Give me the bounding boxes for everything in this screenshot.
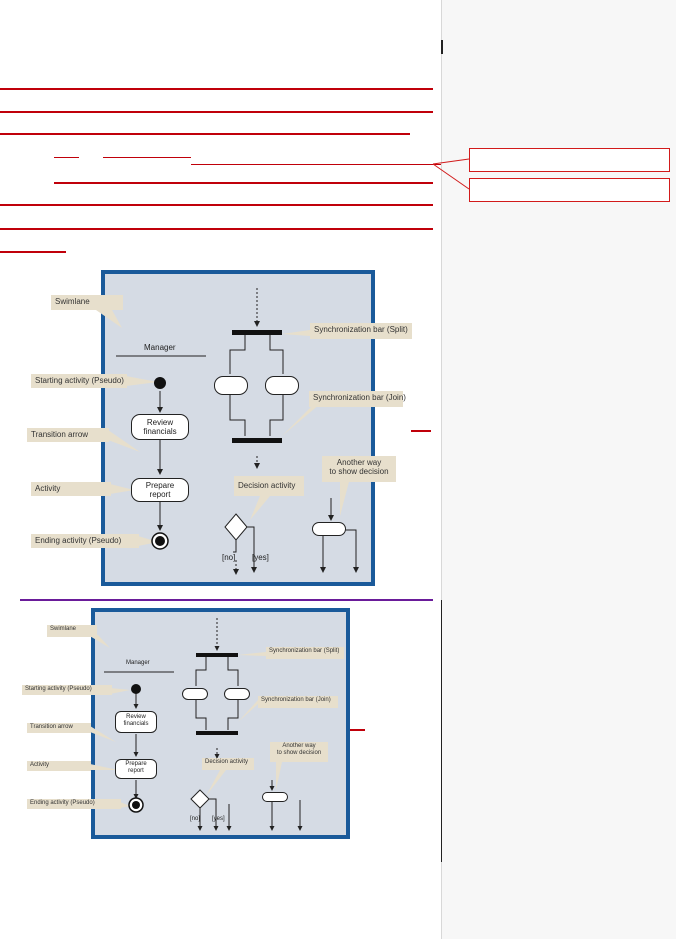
callout-decision-activity: Decision activity: [202, 758, 254, 770]
comment-balloon-2[interactable]: [469, 178, 670, 202]
callout-sync-join: Synchronization bar (Join): [258, 696, 338, 708]
callout-ending-activity: Ending activity (Pseudo): [27, 799, 121, 809]
revision-mark: [347, 729, 365, 731]
revision-line: [103, 157, 191, 158]
activity-decision-box: [262, 792, 288, 802]
change-bar: [441, 40, 443, 54]
revision-mark: [411, 430, 431, 432]
callout-ending-activity: Ending activity (Pseudo): [31, 534, 139, 548]
activity-review-financials: Review financials: [115, 711, 157, 733]
revision-line: [54, 157, 79, 158]
callout-starting-activity: Starting activity (Pseudo): [22, 685, 112, 695]
activity-prepare-report: Prepare report: [131, 478, 189, 502]
callout-sync-join: Synchronization bar (Join): [309, 391, 406, 407]
callout-decision-activity: Decision activity: [234, 476, 304, 496]
revision-line: [0, 111, 433, 113]
callout-another-way: Another way to show decision: [322, 456, 396, 482]
revision-line: [191, 164, 441, 165]
comment-balloon-1[interactable]: [469, 148, 670, 172]
callout-starting-activity: Starting activity (Pseudo): [31, 374, 127, 388]
revision-line: [0, 204, 433, 206]
parallel-activity-left: [214, 376, 248, 395]
lane-title: Manager: [144, 343, 176, 352]
revision-line: [0, 88, 433, 90]
callout-sync-split: Synchronization bar (Split): [266, 647, 344, 659]
callout-activity: Activity: [27, 761, 91, 771]
callout-transition-arrow: Transition arrow: [27, 723, 91, 733]
activity-review-financials: Review financials: [131, 414, 189, 440]
guard-yes: [yes]: [212, 816, 225, 822]
callout-another-way: Another way to show decision: [270, 742, 328, 762]
revision-line: [54, 182, 433, 184]
lane-title: Manager: [126, 660, 150, 666]
callout-activity: Activity: [31, 482, 111, 496]
callout-transition-arrow: Transition arrow: [27, 428, 109, 442]
activity-decision-box: [312, 522, 346, 536]
activity-prepare-report: Prepare report: [115, 759, 157, 779]
revision-line: [0, 133, 410, 135]
parallel-activity-left: [182, 688, 208, 700]
revision-line: [0, 251, 66, 253]
parallel-activity-right: [224, 688, 250, 700]
callout-swimlane: Swimlane: [51, 295, 123, 310]
change-bar-lower: [441, 600, 442, 862]
section-divider: [20, 599, 433, 601]
revision-line: [0, 228, 433, 230]
parallel-activity-right: [265, 376, 299, 395]
callout-swimlane: Swimlane: [47, 625, 97, 637]
guard-no: [no]: [190, 816, 201, 822]
callout-sync-split: Synchronization bar (Split): [310, 323, 412, 339]
guard-no: [no]: [222, 553, 236, 562]
guard-yes: [yes]: [252, 553, 269, 562]
